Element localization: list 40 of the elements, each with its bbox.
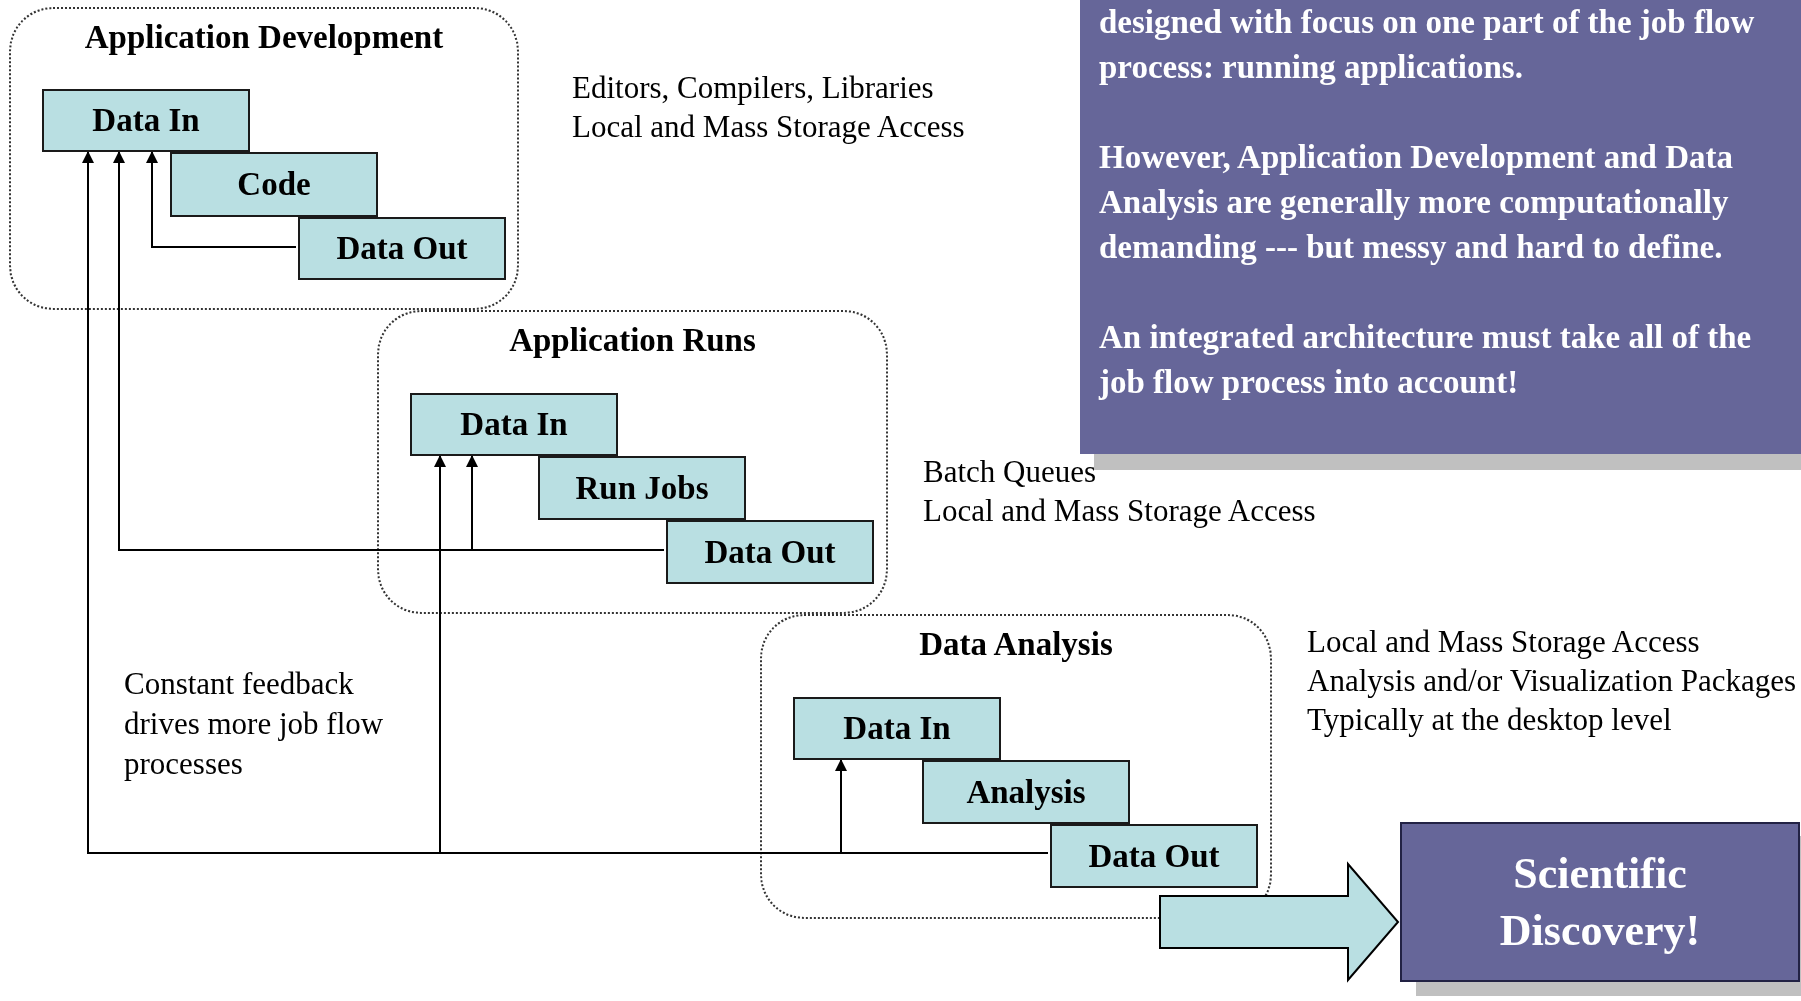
group-title: Data Analysis xyxy=(918,626,1114,663)
step-box xyxy=(793,697,1001,760)
note-text: Editors, Compilers, Libraries xyxy=(572,69,935,107)
note-text: Typically at the desktop level xyxy=(1307,701,1673,739)
panel-paragraph: An integrated architecture must take all of the job flow process into account! xyxy=(1099,318,1753,402)
group-title: Application Development xyxy=(83,19,445,56)
step-label: Data Out xyxy=(704,533,836,571)
group-frame xyxy=(760,614,1272,919)
note-text: Local and Mass Storage Access xyxy=(923,492,1317,530)
step-label: Code xyxy=(237,166,311,203)
step-label: Analysis xyxy=(966,773,1086,811)
feedback-arrow xyxy=(835,758,1049,854)
step-label: Data In xyxy=(92,102,200,139)
step-box xyxy=(298,217,506,280)
feedback-arrow xyxy=(466,454,665,551)
step-label: Run Jobs xyxy=(575,469,709,507)
result-text: Scientific Discovery! xyxy=(1498,847,1702,957)
panel-paragraph: However, Application Development and Data Analysis are generally more computationally demanding --- but messy and hard to define. xyxy=(1099,138,1735,267)
group-title: Application Runs xyxy=(508,322,757,359)
step-label: Data In xyxy=(843,710,951,747)
step-box xyxy=(1050,824,1258,888)
note-text: Analysis and/or Visualization Packages xyxy=(1307,662,1798,700)
note-text: Local and Mass Storage Access xyxy=(1307,623,1701,661)
note-text: Constant feedback drives more job flow processes xyxy=(124,665,385,783)
step-box xyxy=(410,393,618,456)
step-box xyxy=(666,520,874,584)
group-frame xyxy=(377,310,888,614)
note-text: Batch Queues xyxy=(923,453,1098,491)
step-box xyxy=(538,456,746,520)
step-box xyxy=(42,89,250,152)
group-frame xyxy=(9,7,519,310)
step-box xyxy=(170,152,378,217)
block-arrow xyxy=(1159,861,1400,983)
note-text: Local and Mass Storage Access xyxy=(572,108,966,146)
panel-paragraph: designed with focus on one part of the job flow process: running applications. xyxy=(1099,3,1756,87)
step-label: Data Out xyxy=(336,230,468,267)
feedback-arrow xyxy=(146,150,297,248)
step-label: Data Out xyxy=(1088,837,1220,875)
step-label: Data In xyxy=(460,406,568,443)
step-box xyxy=(922,760,1130,824)
